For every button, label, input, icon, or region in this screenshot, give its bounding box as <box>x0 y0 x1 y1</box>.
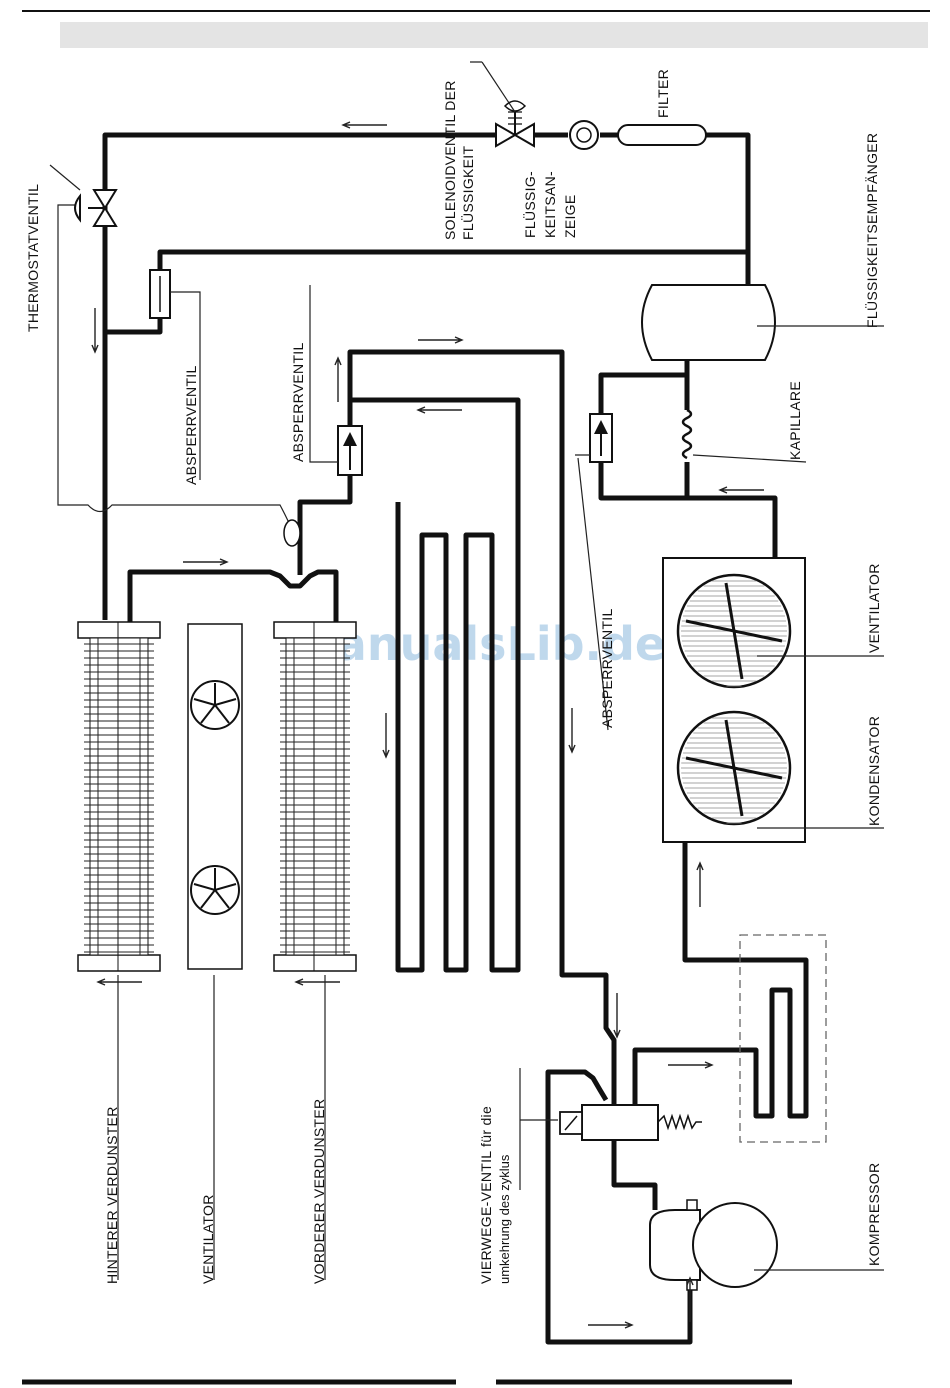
label-thermostat-valve: THERMOSTATVENTIL <box>25 184 41 332</box>
flow-arrow <box>569 708 575 752</box>
condenser <box>663 558 805 842</box>
flow-arrow <box>98 979 142 985</box>
shutoff-valve-1-label: ABSPERRVENTIL <box>183 365 199 485</box>
capillary-label: KAPILLARE <box>787 381 803 460</box>
fan-icon <box>191 681 239 729</box>
flow-arrow <box>92 308 98 352</box>
discharge-coil-box <box>740 935 826 1142</box>
label-solenoid-valve: SOLENOIDVENTIL DER FLÜSSIGKEIT <box>442 80 476 240</box>
four-way-valve-label-line1: VIERWEGE-VENTIL für die <box>478 1106 494 1284</box>
liquid-indicator-line2: KEITSAN- <box>542 171 558 238</box>
capillary-coil <box>683 410 691 458</box>
label-shutoff-valve-2: ABSPERRVENTIL <box>290 342 306 462</box>
filter <box>618 125 706 145</box>
liquid-sight-glass <box>570 121 598 149</box>
liquid-indicator-line3: ZEIGE <box>562 194 578 238</box>
fan-left-label: VENTILATOR <box>200 1194 216 1284</box>
label-shutoff-valve-1: ABSPERRVENTIL <box>183 365 199 485</box>
label-filter: FILTER <box>655 69 671 118</box>
solenoid-valve-label-line1: SOLENOIDVENTIL DER <box>442 80 458 240</box>
liquid-receiver <box>642 285 775 360</box>
front-evaporator <box>274 622 356 971</box>
condenser-label: KONDENSATOR <box>866 716 882 826</box>
shutoff-valve-right <box>590 414 612 462</box>
label-compressor: KOMPRESSOR <box>866 1163 882 1266</box>
front-evaporator-label: VORDERER VERDUNSTER <box>311 1099 327 1284</box>
fan-icon <box>678 712 790 824</box>
evaporator-fan-unit <box>188 624 242 969</box>
shutoff-valve-3-label: ABSPERRVENTIL <box>599 608 615 728</box>
label-fan-right: VENTILATOR <box>866 563 882 653</box>
label-condenser: KONDENSATOR <box>866 716 882 826</box>
rear-evaporator-label: HINTERER VERDUNSTER <box>104 1106 120 1284</box>
flow-arrow <box>418 407 462 413</box>
compressor-label: KOMPRESSOR <box>866 1163 882 1266</box>
thermostat-valve <box>75 190 116 226</box>
compressor <box>650 1200 777 1290</box>
liquid-indicator-line1: FLÜSSIG- <box>521 171 538 238</box>
thermostat-bulb <box>284 520 300 546</box>
label-four-way-valve: VIERWEGE-VENTIL für die umkehrung des zy… <box>478 1106 512 1284</box>
flow-arrow <box>296 979 340 985</box>
flow-arrow <box>668 1062 712 1068</box>
four-way-valve <box>560 1105 702 1140</box>
label-liquid-indicator: FLÜSSIG- KEITSAN- ZEIGE <box>521 171 578 238</box>
label-rear-evaporator: HINTERER VERDUNSTER <box>104 1106 120 1284</box>
flow-arrow <box>614 993 620 1037</box>
flow-arrow <box>418 337 462 343</box>
label-fan-left: VENTILATOR <box>200 1194 216 1284</box>
flow-arrow <box>383 713 389 757</box>
four-way-valve-label-line2: umkehrung des zyklus <box>497 1154 512 1284</box>
fan-icon <box>191 866 239 914</box>
rear-evaporator <box>78 622 160 971</box>
filter-label: FILTER <box>655 69 671 118</box>
solenoid-valve <box>496 101 534 146</box>
shutoff-valve-left <box>150 270 170 318</box>
flow-arrow <box>697 863 703 907</box>
label-liquid-receiver: FLÜSSIGKEITSEMPFÄNGER <box>863 133 880 328</box>
fan-icon <box>678 575 790 687</box>
liquid-receiver-label: FLÜSSIGKEITSEMPFÄNGER <box>863 133 880 328</box>
fan-right-label: VENTILATOR <box>866 563 882 653</box>
flow-arrow <box>720 487 764 493</box>
shutoff-valve-2-label: ABSPERRVENTIL <box>290 342 306 462</box>
label-capillary: KAPILLARE <box>787 381 803 460</box>
flow-arrow <box>335 358 341 402</box>
flow-arrow <box>588 1322 632 1328</box>
solenoid-valve-label-line2: FLÜSSIGKEIT <box>459 146 476 240</box>
flow-arrow <box>183 559 227 565</box>
label-front-evaporator: VORDERER VERDUNSTER <box>311 1099 327 1284</box>
flow-arrow <box>343 122 387 128</box>
shutoff-valve-middle <box>338 426 362 475</box>
label-shutoff-valve-3: ABSPERRVENTIL <box>599 608 615 728</box>
thermostat-valve-label: THERMOSTATVENTIL <box>25 184 41 332</box>
